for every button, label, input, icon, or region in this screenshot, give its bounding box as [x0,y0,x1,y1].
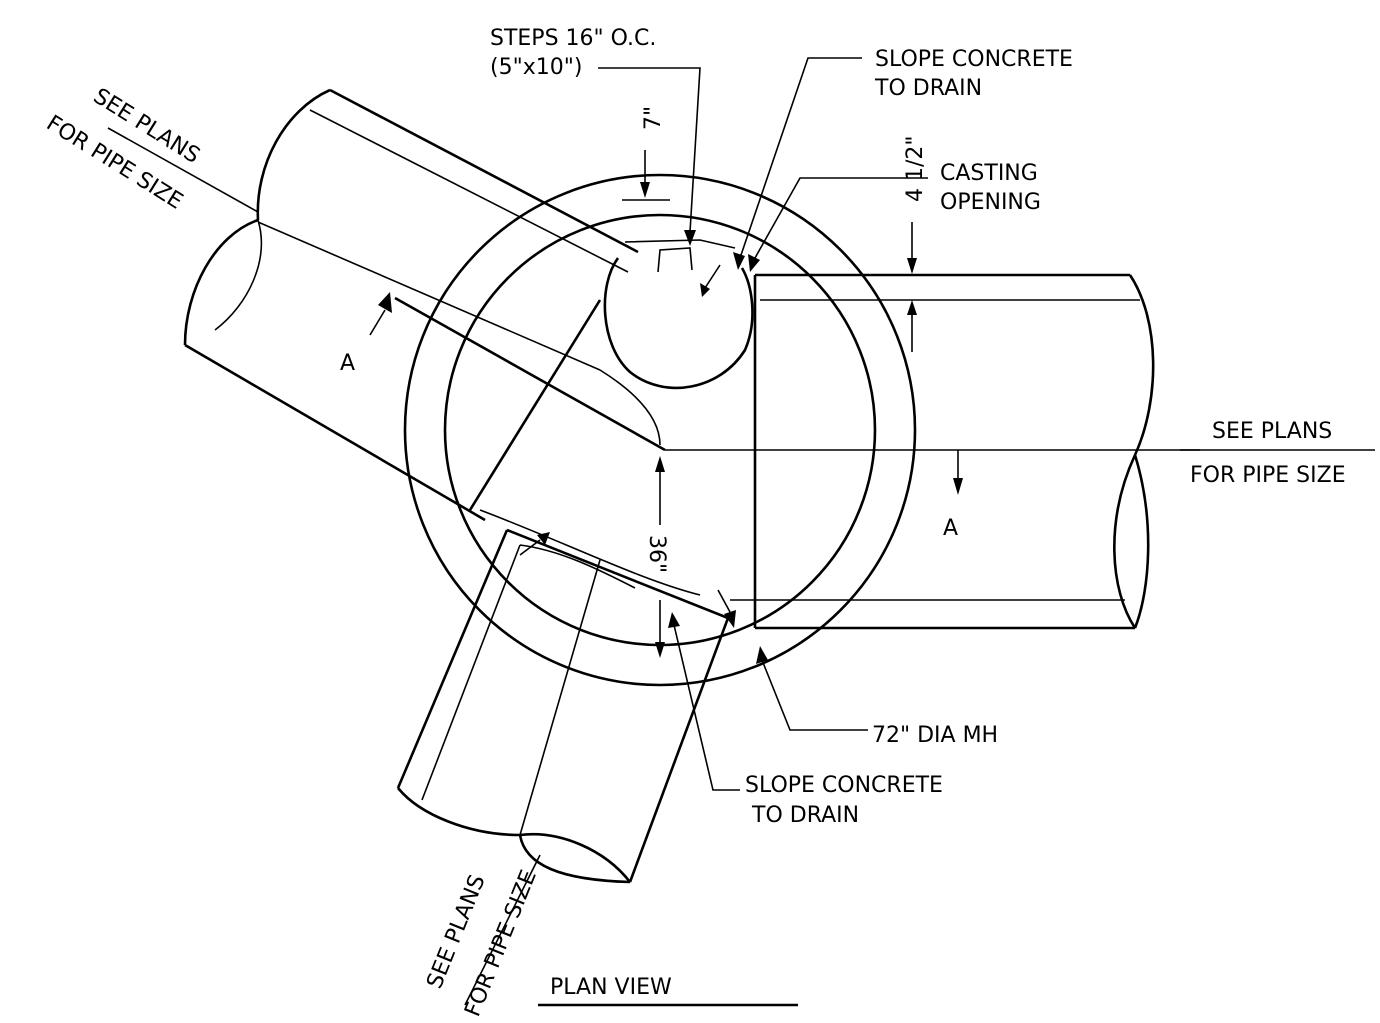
casting-label-2: OPENING [940,190,1041,215]
see-plans-right-2: FOR PIPE SIZE [1190,463,1346,488]
dim-7-label: 7" [641,106,666,130]
leader-slope-top [700,57,862,297]
steps-label-1: STEPS 16" O.C. [490,26,656,51]
casting-label-1: CASTING [940,161,1038,186]
see-plans-right-1: SEE PLANS [1212,419,1332,444]
leader-casting [748,177,928,272]
leader-see-plans [107,127,1375,1006]
section-a-right: A [943,450,963,541]
pipe-right [665,273,1200,630]
manhole-outer-wall [403,173,917,687]
manhole-inner-wall [443,213,877,647]
mh-dia-label: 72" DIA MH [872,723,998,748]
title-block: PLAN VIEW [538,975,798,1007]
leader-small-arrows [519,532,736,628]
plan-view-title: PLAN VIEW [550,975,672,1000]
dim-4-5: 4 1/2" [903,135,928,352]
steps-label-2: (5"x10") [490,55,582,80]
casting-opening [603,257,754,390]
slope-bottom-label-2: TO DRAIN [751,803,859,828]
leader-slope-bottom [668,612,740,791]
pipe-upper-left [183,88,666,522]
leader-mh [756,646,868,731]
leader-steps [598,67,701,246]
dim-4-5-label: 4 1/2" [903,135,928,202]
steps [624,239,736,273]
dim-36-label: 36" [644,535,669,573]
section-a-right-label: A [943,516,958,541]
pipe-bottom [396,509,730,884]
slope-top-label-2: TO DRAIN [874,76,982,101]
dim-36: 36" [644,456,669,658]
section-a-left-label: A [340,351,355,376]
dim-7: 7" [622,106,670,201]
section-a-left: A [340,292,392,376]
slope-bottom-label-1: SLOPE CONCRETE [745,773,943,798]
slope-top-label-1: SLOPE CONCRETE [875,47,1073,72]
